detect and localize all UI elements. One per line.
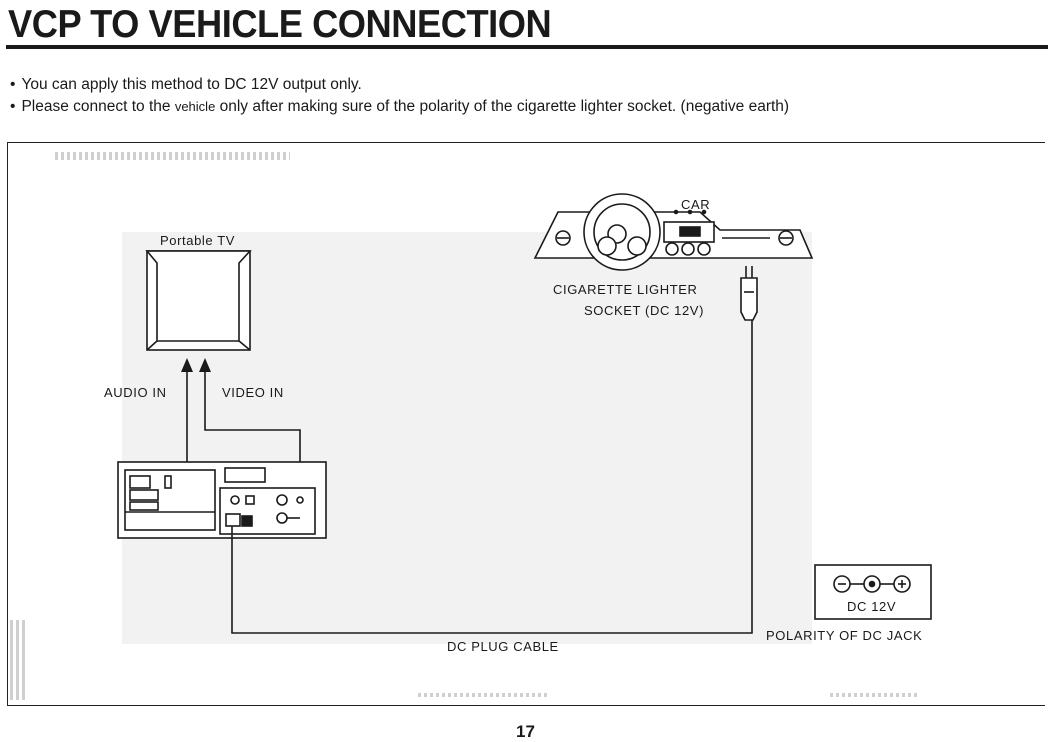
scan-noise-bottom-1 — [418, 693, 548, 697]
note-text-2a: Please connect to the — [21, 98, 175, 115]
vcp-unit-icon — [117, 461, 327, 540]
car-dashboard-icon — [533, 193, 814, 271]
notes-list: You can apply this method to DC 12V outp… — [10, 74, 789, 118]
note-text-1: You can apply this method to DC 12V outp… — [21, 76, 362, 93]
dc-plug-cable-label: DC PLUG CABLE — [447, 639, 559, 654]
scan-noise-left — [10, 620, 26, 700]
page-number: 17 — [516, 722, 535, 741]
lighter-plug-icon — [740, 266, 758, 321]
dc-jack-voltage-label: DC 12V — [847, 599, 897, 614]
lighter-socket-label-1: CIGARETTE LIGHTER — [553, 282, 698, 297]
dc-jack-polarity-icon — [814, 564, 932, 620]
car-label: CAR — [681, 197, 711, 212]
page-title: VCP TO VEHICLE CONNECTION — [8, 3, 552, 46]
dc-plug-cable-line — [231, 320, 753, 634]
lighter-socket-label-2: SOCKET (DC 12V) — [584, 303, 705, 318]
dc-jack-polarity-label: POLARITY OF DC JACK — [766, 628, 923, 643]
audio-in-label: AUDIO IN — [104, 385, 167, 400]
note-item-2: Please connect to the vehicle only after… — [10, 96, 789, 118]
portable-tv-label: Portable TV — [160, 233, 236, 248]
title-rule — [6, 45, 1048, 49]
portable-tv-icon — [145, 250, 252, 351]
video-in-label: VIDEO IN — [222, 385, 284, 400]
scan-noise-top — [55, 152, 290, 160]
note-text-2c: only after making sure of the polarity o… — [215, 98, 790, 115]
scan-noise-bottom-2 — [830, 693, 920, 697]
note-item-1: You can apply this method to DC 12V outp… — [10, 74, 789, 96]
av-cable-icon — [181, 358, 301, 482]
note-text-2b: vehicle — [174, 99, 216, 114]
diagram-frame — [7, 142, 1045, 706]
